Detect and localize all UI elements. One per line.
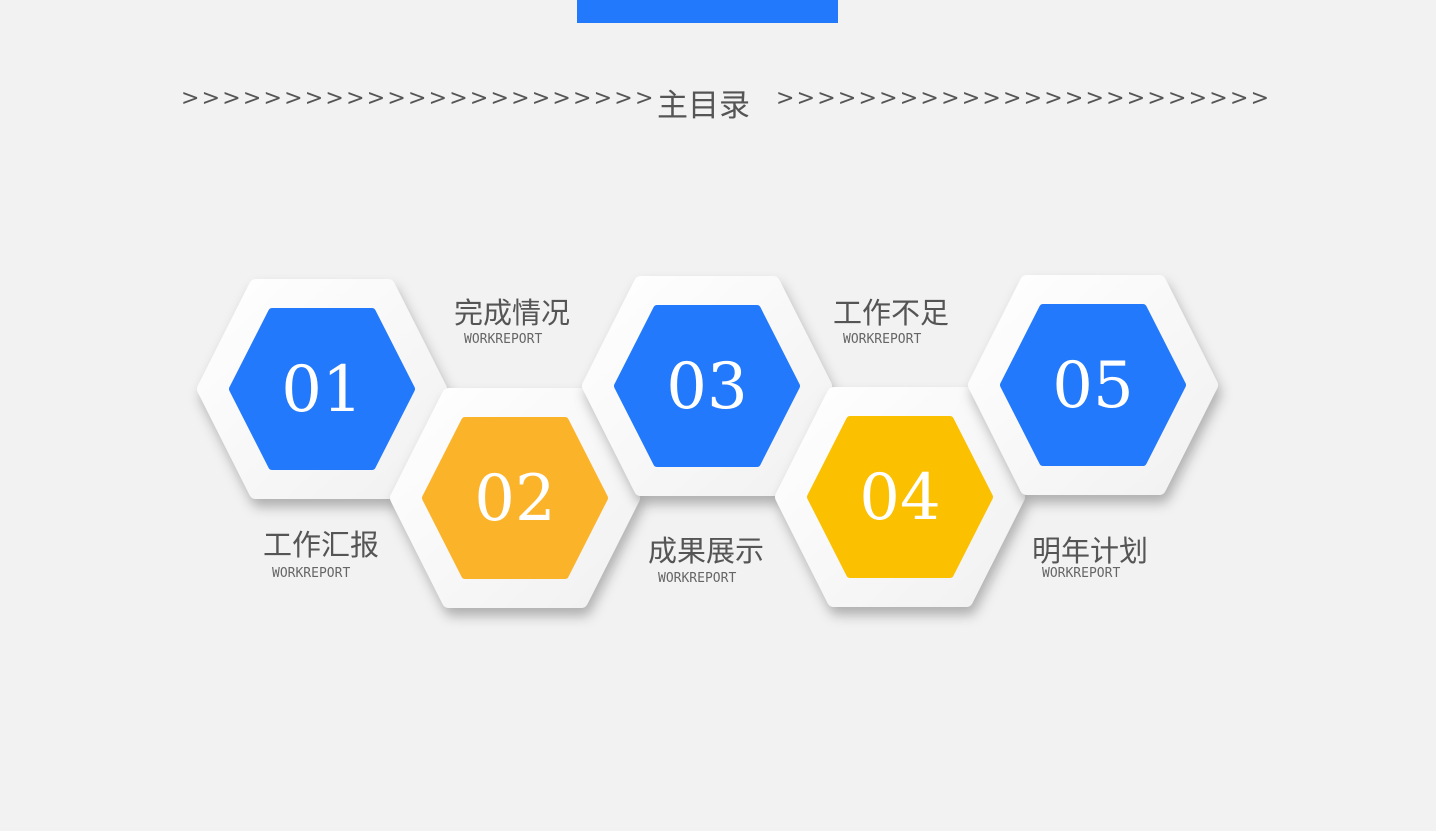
hexagon-item-04[interactable]: 04 <box>775 387 1025 607</box>
hexagon-item-02[interactable]: 02 <box>390 388 640 608</box>
item-title-02[interactable]: 完成情况 <box>454 296 571 330</box>
item-subtitle-01: WORKREPORT <box>272 566 351 581</box>
hexagon-item-05[interactable]: 05 <box>968 275 1218 495</box>
hexagon-inner <box>229 308 415 470</box>
item-title-01[interactable]: 工作汇报 <box>263 528 380 562</box>
hexagon-inner <box>422 417 608 579</box>
hexagon-item-03[interactable]: 03 <box>582 276 832 496</box>
item-title-03[interactable]: 成果展示 <box>648 534 765 568</box>
hexagon-inner <box>807 416 993 578</box>
hexagon-inner <box>614 305 800 467</box>
hexagon-number: 02 <box>474 462 555 536</box>
hexagon-number: 03 <box>666 350 747 424</box>
item-title-05[interactable]: 明年计划 <box>1032 534 1149 568</box>
item-subtitle-03: WORKREPORT <box>658 571 737 586</box>
item-subtitle-04: WORKREPORT <box>843 332 922 347</box>
hexagon-number: 05 <box>1052 349 1133 423</box>
hexagon-number: 04 <box>859 461 940 535</box>
hexagon-inner <box>1000 304 1186 466</box>
item-subtitle-02: WORKREPORT <box>464 332 543 347</box>
left-arrow-decoration: >>>>>>>>>>>>>>>>>>>>>>> <box>181 86 656 111</box>
right-arrow-decoration: >>>>>>>>>>>>>>>>>>>>>>>> <box>776 86 1272 111</box>
top-accent-bar <box>577 0 838 23</box>
hexagon-number: 01 <box>281 353 362 427</box>
item-subtitle-05: WORKREPORT <box>1042 566 1121 581</box>
hexagon-item-01[interactable]: 01 <box>197 279 447 499</box>
page-title: 主目录 <box>657 88 750 124</box>
item-title-04[interactable]: 工作不足 <box>833 296 950 330</box>
